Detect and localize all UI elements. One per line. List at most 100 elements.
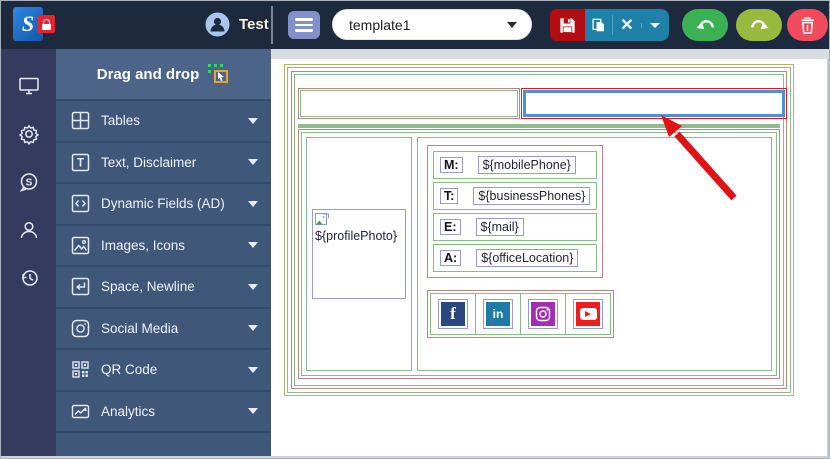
- table-icon: [71, 112, 90, 130]
- save-icon: [560, 17, 575, 33]
- field-value-telephone[interactable]: ${businessPhones}: [473, 187, 591, 205]
- header-left-cell[interactable]: [298, 88, 520, 119]
- editor-canvas[interactable]: ${profilePhoto} M: ${mobilePhone} T:: [271, 49, 829, 456]
- template-dropdown[interactable]: template1: [332, 9, 532, 40]
- template-dropdown-value: template1: [349, 16, 411, 33]
- window-bottom-edge: [1, 456, 829, 458]
- sidebar-item-label: Space, Newline: [101, 279, 195, 295]
- chevron-down-icon: [248, 366, 258, 373]
- linkedin-icon: in: [486, 302, 510, 326]
- facebook-button[interactable]: f: [438, 299, 468, 329]
- field-value-email[interactable]: ${mail}: [475, 218, 524, 236]
- save-more-button[interactable]: [640, 22, 669, 28]
- field-label-address[interactable]: A:: [440, 250, 462, 266]
- template-main-row: ${profilePhoto} M: ${mobilePhone} T:: [298, 129, 780, 379]
- drag-and-drop-header: Drag and drop: [56, 49, 271, 99]
- cancel-button[interactable]: ✕: [612, 15, 640, 35]
- canvas-right-strip: [827, 59, 829, 456]
- left-icon-rail: S: [1, 49, 56, 456]
- chevron-down-icon: [507, 21, 517, 28]
- image-icon: [71, 236, 90, 254]
- field-label-email[interactable]: E:: [440, 219, 461, 235]
- undo-button[interactable]: [682, 9, 728, 41]
- dropdown-chevron-icon: [650, 22, 661, 28]
- social-cell: [565, 293, 611, 335]
- chevron-down-icon: [248, 408, 258, 415]
- template-header-row: [298, 88, 787, 119]
- rail-item-designer[interactable]: [1, 62, 56, 110]
- rail-item-history[interactable]: [1, 254, 56, 302]
- signature-template[interactable]: ${profilePhoto} M: ${mobilePhone} T:: [284, 64, 794, 396]
- settings-gear-icon: [18, 125, 39, 145]
- components-sidebar: Drag and drop Tables T Text, Disclaimer: [56, 49, 271, 456]
- user-account[interactable]: Test: [205, 12, 269, 37]
- facebook-icon: f: [441, 302, 465, 326]
- user-icon: [20, 221, 37, 239]
- social-cell: in: [475, 293, 521, 335]
- history-clock-icon: [21, 270, 38, 286]
- redo-icon: [750, 19, 768, 30]
- sidebar-item-label: Social Media: [101, 320, 179, 336]
- save-button[interactable]: [550, 9, 585, 41]
- canvas-top-strip: [271, 49, 829, 59]
- chevron-down-icon: [248, 159, 258, 166]
- user-name-label: Test: [239, 16, 269, 33]
- app-logo: S: [13, 7, 59, 43]
- chevron-down-icon: [248, 200, 258, 207]
- contact-row: A: ${officeLocation}: [433, 244, 598, 272]
- selected-element-outline: [520, 88, 787, 119]
- sidebar-item-analytics[interactable]: Analytics: [56, 389, 271, 432]
- social-cell: f: [430, 293, 476, 335]
- sidebar-item-images-icons[interactable]: Images, Icons: [56, 223, 271, 266]
- contact-row: E: ${mail}: [433, 213, 598, 241]
- linkedin-button[interactable]: in: [483, 299, 513, 329]
- sidebar-item-qr-code[interactable]: QR Code: [56, 348, 271, 390]
- close-icon: ✕: [620, 17, 634, 34]
- text-icon: T: [71, 153, 90, 171]
- sidebar-item-social-media[interactable]: Social Media: [56, 306, 271, 349]
- sidebar-item-label: Analytics: [101, 403, 156, 419]
- youtube-button[interactable]: [573, 299, 603, 329]
- social-cell: [520, 293, 566, 335]
- social-icons-row: f in: [427, 290, 614, 338]
- qr-code-icon: [72, 361, 89, 378]
- delete-button[interactable]: [787, 9, 828, 41]
- youtube-icon: [576, 302, 600, 326]
- lock-icon: [37, 15, 55, 33]
- drag-and-drop-label: Drag and drop: [96, 65, 200, 83]
- rail-item-billing[interactable]: S: [1, 158, 56, 206]
- chevron-down-icon: [248, 283, 258, 290]
- field-value-mobile[interactable]: ${mobilePhone}: [477, 156, 576, 174]
- profile-photo-placeholder[interactable]: ${profilePhoto}: [312, 209, 406, 299]
- contact-row: M: ${mobilePhone}: [433, 151, 598, 179]
- undo-icon: [696, 19, 714, 30]
- chevron-down-icon: [248, 242, 258, 249]
- instagram-icon: [531, 302, 555, 326]
- sidebar-item-dynamic-fields[interactable]: Dynamic Fields (AD): [56, 182, 271, 224]
- sidebar-item-text-disclaimer[interactable]: T Text, Disclaimer: [56, 140, 271, 183]
- field-value-address[interactable]: ${officeLocation}: [476, 249, 579, 267]
- sidebar-item-label: Images, Icons: [101, 237, 186, 253]
- top-bar: S Test template1: [1, 1, 829, 49]
- topbar-divider: [271, 6, 273, 44]
- menu-button[interactable]: [288, 11, 320, 39]
- photo-cell[interactable]: ${profilePhoto}: [306, 137, 412, 371]
- selected-header-field[interactable]: [522, 90, 785, 117]
- sidebar-item-tables[interactable]: Tables: [56, 99, 271, 141]
- sidebar-item-space-newline[interactable]: Space, Newline: [56, 265, 271, 307]
- rail-item-users[interactable]: [1, 206, 56, 254]
- copy-icon: [592, 18, 605, 31]
- field-label-telephone[interactable]: T:: [440, 188, 459, 204]
- copy-button[interactable]: [585, 17, 612, 34]
- rail-item-settings[interactable]: [1, 110, 56, 158]
- field-label-mobile[interactable]: M:: [440, 157, 463, 173]
- drag-drop-cursor-icon: [208, 64, 230, 84]
- sidebar-item-label: Tables: [101, 113, 141, 129]
- analytics-chart-icon: [71, 404, 90, 418]
- svg-text:T: T: [77, 157, 84, 169]
- details-cell: M: ${mobilePhone} T: ${businessPhones} E…: [417, 137, 772, 371]
- newline-icon: [71, 278, 90, 296]
- redo-button[interactable]: [736, 9, 782, 41]
- instagram-button[interactable]: [528, 299, 558, 329]
